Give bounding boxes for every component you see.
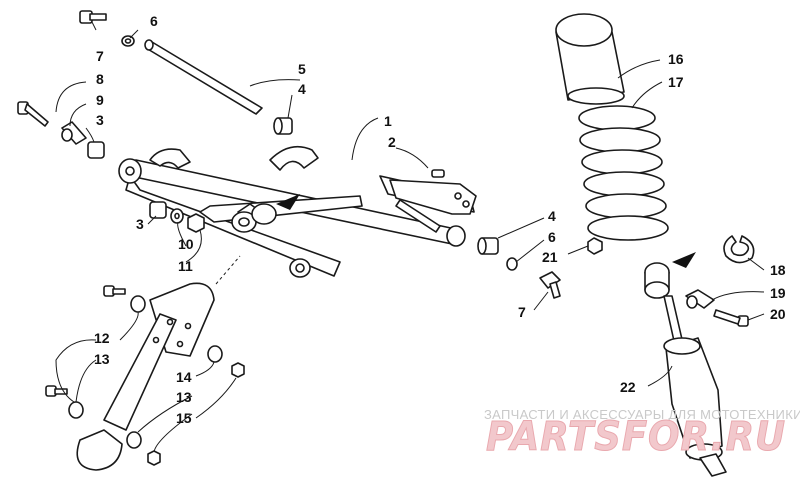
spring-clip xyxy=(723,235,755,264)
washer-strap-top xyxy=(130,295,146,313)
washer-top xyxy=(121,35,135,47)
bolt-strap-bottom xyxy=(45,385,68,397)
bolt-shock xyxy=(713,309,749,327)
callout-12: 12 xyxy=(94,330,110,346)
spring-cup xyxy=(555,13,625,105)
leader-lines xyxy=(55,21,765,453)
watermark-tagline: ЗАПЧАСТИ И АКСЕССУАРЫ ДЛЯ МОТОТЕХНИКИ xyxy=(484,407,800,422)
washer-strap-low xyxy=(126,431,142,449)
washer-strap-mid xyxy=(207,345,223,363)
callout-22: 22 xyxy=(620,379,636,395)
upper-shaft xyxy=(144,39,263,115)
bolt-strap-top xyxy=(103,285,126,297)
bushing-left xyxy=(87,141,105,159)
callout-8: 8 xyxy=(96,71,104,87)
limiter-strap xyxy=(76,282,215,471)
bolt-top-left xyxy=(79,10,107,24)
callout-15: 15 xyxy=(176,410,192,426)
nut-strap-low xyxy=(147,450,161,466)
callout-3-left: 3 xyxy=(96,112,104,128)
callout-19: 19 xyxy=(770,285,786,301)
coil-spring xyxy=(578,105,669,241)
callout-10: 10 xyxy=(178,236,194,252)
callout-7-right: 7 xyxy=(518,304,526,320)
callout-18: 18 xyxy=(770,262,786,278)
callout-11: 11 xyxy=(178,258,193,274)
callout-6-top: 6 xyxy=(150,13,158,29)
washer-lower-left xyxy=(170,208,184,224)
callout-21: 21 xyxy=(542,249,558,265)
shock-arrow xyxy=(672,252,696,268)
washer-strap-bottom xyxy=(68,401,84,419)
swing-arm-arrow xyxy=(276,194,300,210)
callout-4-right: 4 xyxy=(548,208,556,224)
grease-fitting xyxy=(431,169,445,178)
nut-lower-left xyxy=(187,213,205,233)
watermark-logo: PARTSFOR.RU xyxy=(486,414,786,460)
callout-labels: 1 2 3 3 4 4 5 6 6 7 7 8 9 10 11 12 13 13… xyxy=(94,13,786,426)
bolt-right xyxy=(539,271,561,299)
bushing-lower xyxy=(149,201,167,219)
callout-6-right: 6 xyxy=(548,229,556,245)
callout-13-upper: 13 xyxy=(94,351,110,367)
callout-20: 20 xyxy=(770,306,786,322)
callout-17: 17 xyxy=(668,74,684,90)
spacer-shock xyxy=(685,289,715,309)
nut-strap-mid xyxy=(231,362,245,378)
callout-1: 1 xyxy=(384,113,392,129)
long-bolt xyxy=(17,101,49,127)
callout-16: 16 xyxy=(668,51,684,67)
callout-5: 5 xyxy=(298,61,306,77)
spacer-left xyxy=(61,121,87,145)
callout-7-top: 7 xyxy=(96,48,104,64)
nut-shock xyxy=(587,237,603,255)
bushing-upper xyxy=(273,117,293,135)
callout-14: 14 xyxy=(176,369,192,385)
callout-2: 2 xyxy=(388,134,396,150)
callout-4-upper: 4 xyxy=(298,81,306,97)
callout-9: 9 xyxy=(96,92,104,108)
callout-13-lower: 13 xyxy=(176,389,192,405)
washer-right xyxy=(506,257,518,271)
shock-absorber xyxy=(644,262,727,477)
watermark: ЗАПЧАСТИ И АКСЕССУАРЫ ДЛЯ МОТОТЕХНИКИ PA… xyxy=(484,407,800,461)
callout-3-lower: 3 xyxy=(136,216,144,232)
bushing-right xyxy=(477,237,499,255)
